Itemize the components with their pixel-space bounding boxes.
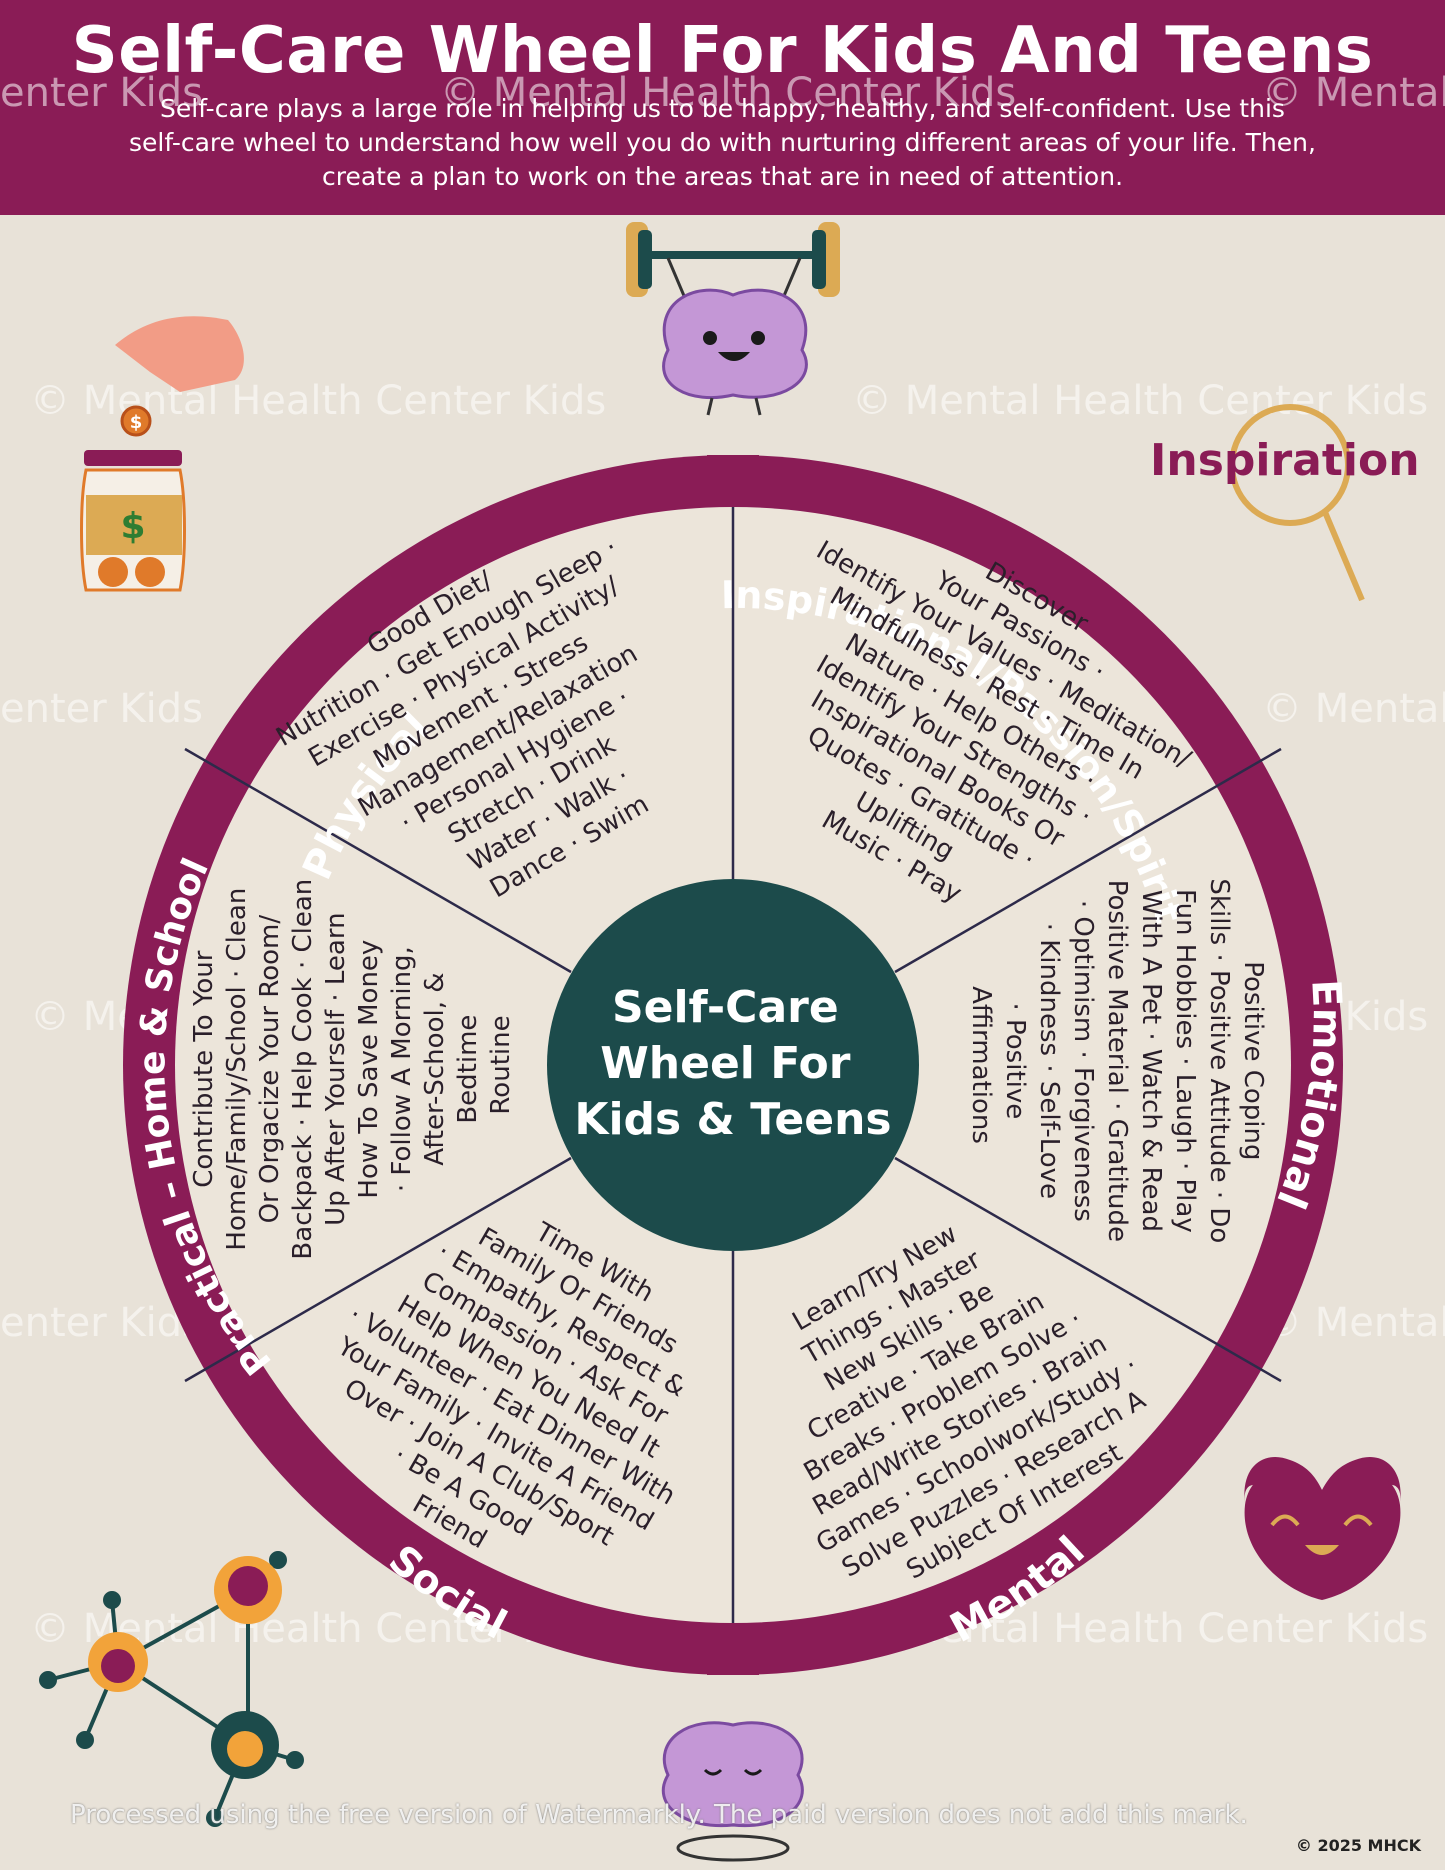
watermark: © Mental xyxy=(1262,686,1445,732)
brain-weightlifting-icon xyxy=(626,222,840,416)
heart-smile-icon xyxy=(1244,1457,1401,1600)
header-banner: Self-Care Wheel For Kids And Teens Self-… xyxy=(0,0,1445,215)
watermark: enter Kids xyxy=(0,1300,203,1346)
processing-watermark-note: Processed using the free version of Wate… xyxy=(70,1800,1248,1830)
intro-line: create a plan to work on the areas that … xyxy=(321,162,1124,191)
inspiration-label: Inspiration xyxy=(1150,435,1420,486)
magnifier-icon: Inspiration xyxy=(1150,404,1420,602)
intro-paragraph: Self-care plays a large role in helping … xyxy=(50,92,1395,194)
practical-tips: Contribute To Your Home/Family/School · … xyxy=(189,870,516,1259)
wheel-center-hub xyxy=(547,879,919,1251)
svg-text:$: $ xyxy=(120,506,145,547)
watermark: enter Kids xyxy=(0,70,203,116)
hand-coin-jar-icon: $ $ xyxy=(80,316,244,592)
sector-dividers xyxy=(184,507,1282,1623)
brain-meditating-icon xyxy=(661,1721,804,1862)
intro-line: self-care wheel to understand how well y… xyxy=(129,128,1316,157)
watermark: © Mental Health Center Kids xyxy=(440,70,1017,116)
intro-line: Self-care plays a large role in helping … xyxy=(160,94,1285,123)
watermark: enter Kids xyxy=(0,686,203,732)
network-people-icon xyxy=(39,1551,304,1827)
svg-text:$: $ xyxy=(130,412,143,433)
page-title: Self-Care Wheel For Kids And Teens xyxy=(71,14,1374,88)
copyright-notice: © 2025 MHCK xyxy=(1295,1836,1421,1855)
watermark: © Mental xyxy=(1262,70,1445,116)
watermark: © Mental Health Center Kids xyxy=(852,378,1429,424)
emotional-tips: Positive Coping Skills · Positive Attitu… xyxy=(966,878,1268,1251)
center-title: Self-Care Wheel For Kids & Teens xyxy=(574,982,891,1145)
